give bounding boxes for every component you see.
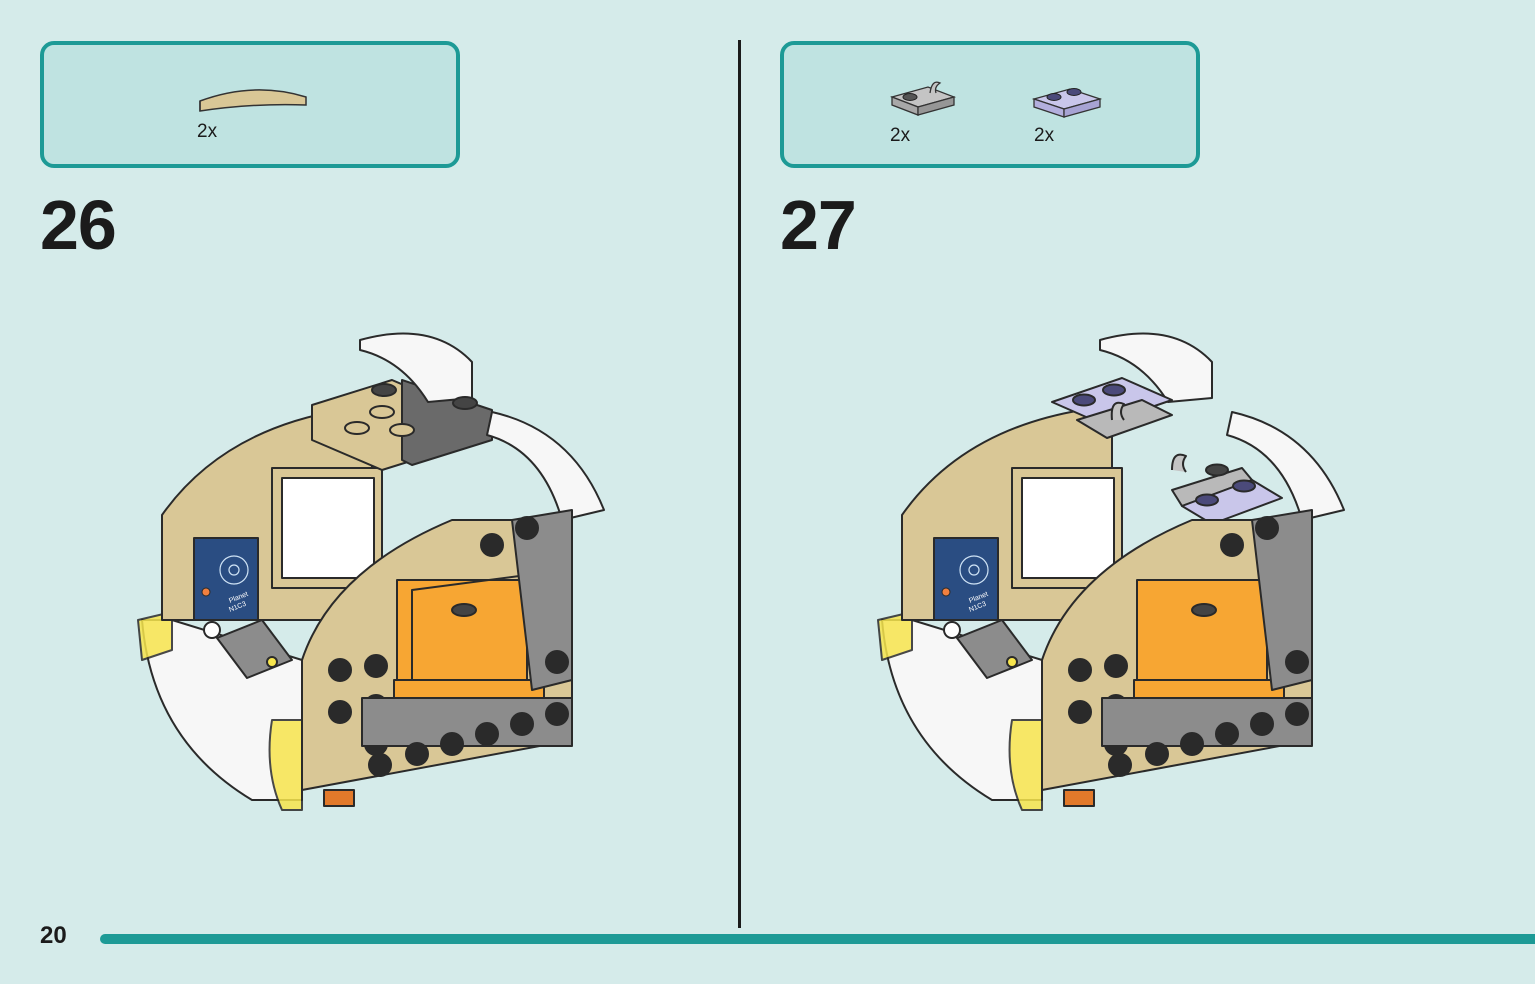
lavender-plate-part (1031, 88, 1103, 118)
page-divider (738, 40, 741, 928)
parts-callout-step-27: 2x 2x (780, 41, 1200, 168)
page-progress-bar (100, 934, 1535, 944)
model-illustration-step-27: Planet N1C3 (877, 332, 1345, 811)
part-qty: 2x (890, 125, 911, 146)
gray-plate-with-clip-part (889, 81, 957, 116)
step-number: 27 (780, 186, 857, 264)
page-number: 20 (40, 922, 67, 949)
model-illustration-step-26: Planet N1C3 (137, 332, 605, 811)
tan-curved-slope-part (199, 89, 307, 112)
part-qty: 2x (1034, 125, 1055, 146)
step-number: 26 (40, 186, 117, 264)
part-qty: 2x (197, 121, 218, 142)
parts-callout-step-26: 2x (40, 41, 460, 168)
